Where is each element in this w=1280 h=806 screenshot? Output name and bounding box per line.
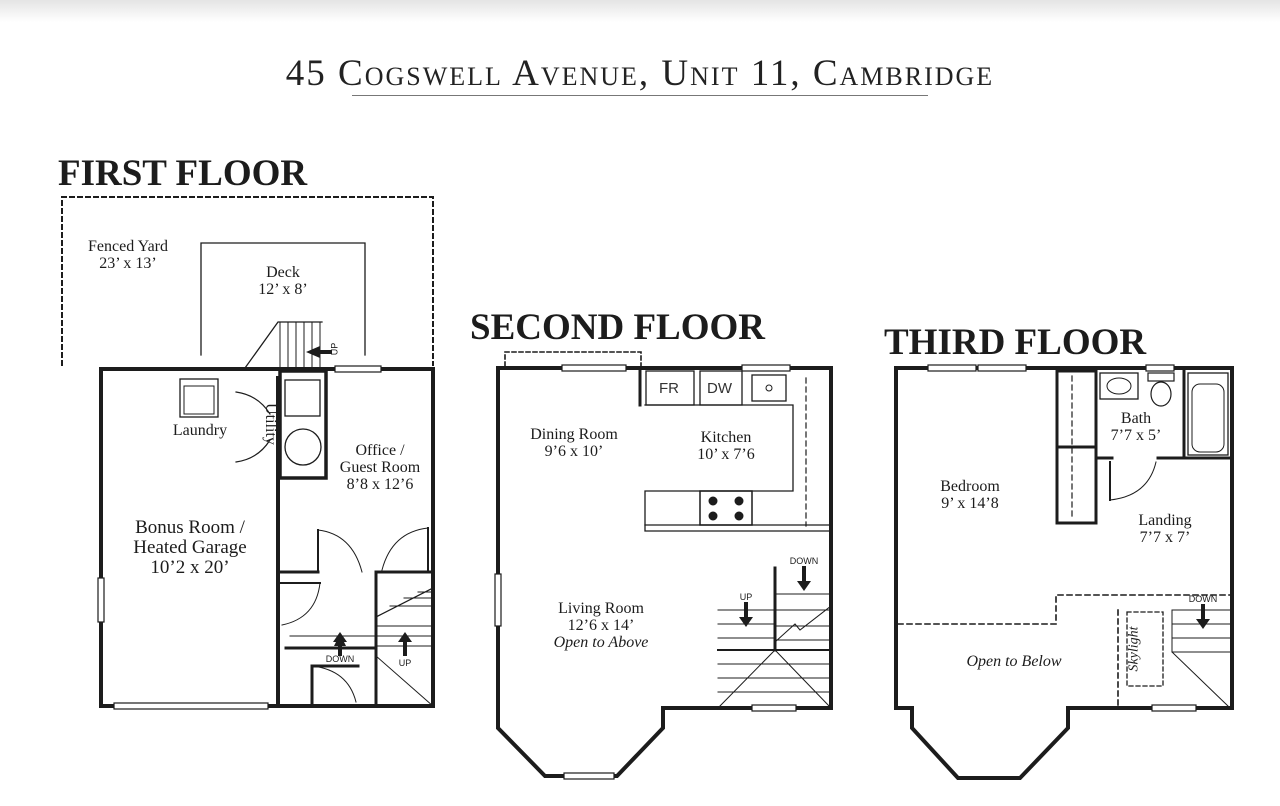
third-floor-plan [894, 364, 1234, 780]
third-floor-heading: THIRD FLOOR [884, 322, 1147, 363]
third-stair-down-label: DOWN [1188, 594, 1218, 604]
deck-stair-up-label: UP [329, 342, 340, 356]
first-stair-down-label: DOWN [325, 654, 355, 664]
open-to-below-label: Open to Below [966, 653, 1062, 670]
first-floor-plan [61, 196, 435, 710]
first-stair-up-label: UP [398, 658, 412, 668]
second-stair-up-label: UP [739, 592, 753, 602]
title-underline [352, 95, 928, 96]
top-gradient-bar [0, 0, 1280, 22]
fridge-label: FR [659, 380, 679, 397]
second-floor-heading: SECOND FLOOR [470, 307, 766, 348]
first-floor-heading: FIRST FLOOR [58, 153, 308, 194]
dishwasher-label: DW [707, 380, 732, 397]
page-title: 45 Cogswell Avenue, Unit 11, Cambridge [285, 53, 995, 94]
utility-label: Utility [261, 403, 279, 445]
second-floor-plan [494, 351, 833, 780]
second-stair-down-label: DOWN [789, 556, 819, 566]
stair-arrows [306, 346, 1210, 656]
laundry-label: Laundry [172, 422, 228, 439]
skylight-label: Skylight [1126, 626, 1142, 672]
